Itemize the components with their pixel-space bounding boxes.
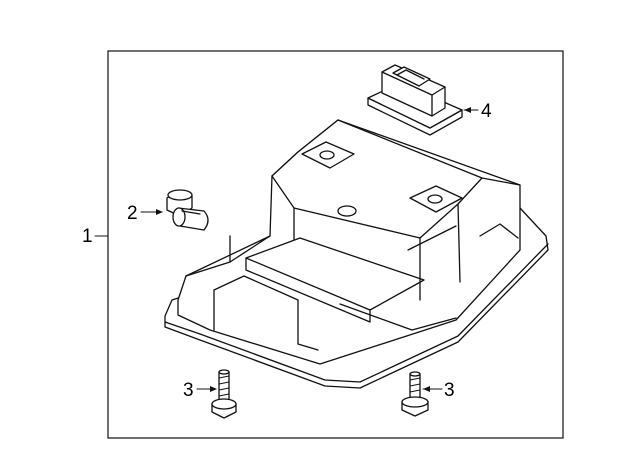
screw-right-part: [401, 371, 429, 417]
screw-left-part: [211, 369, 237, 419]
callout-1-label: 1: [82, 226, 93, 247]
callout-2: 2: [127, 203, 163, 224]
callout-3-right-label: 3: [444, 380, 455, 401]
callout-3-left: 3: [183, 380, 217, 401]
callout-2-label: 2: [127, 203, 138, 224]
callout-3-left-label: 3: [183, 380, 194, 401]
diagram-frame: [107, 50, 564, 439]
callout-1: 1: [82, 226, 109, 247]
callout-4-label: 4: [481, 101, 492, 122]
lamp-housing: [164, 119, 549, 389]
callout-3-right: 3: [422, 380, 455, 401]
callout-4: 4: [463, 101, 492, 122]
bulb-part: [166, 189, 209, 231]
bracket-part: [367, 64, 463, 136]
